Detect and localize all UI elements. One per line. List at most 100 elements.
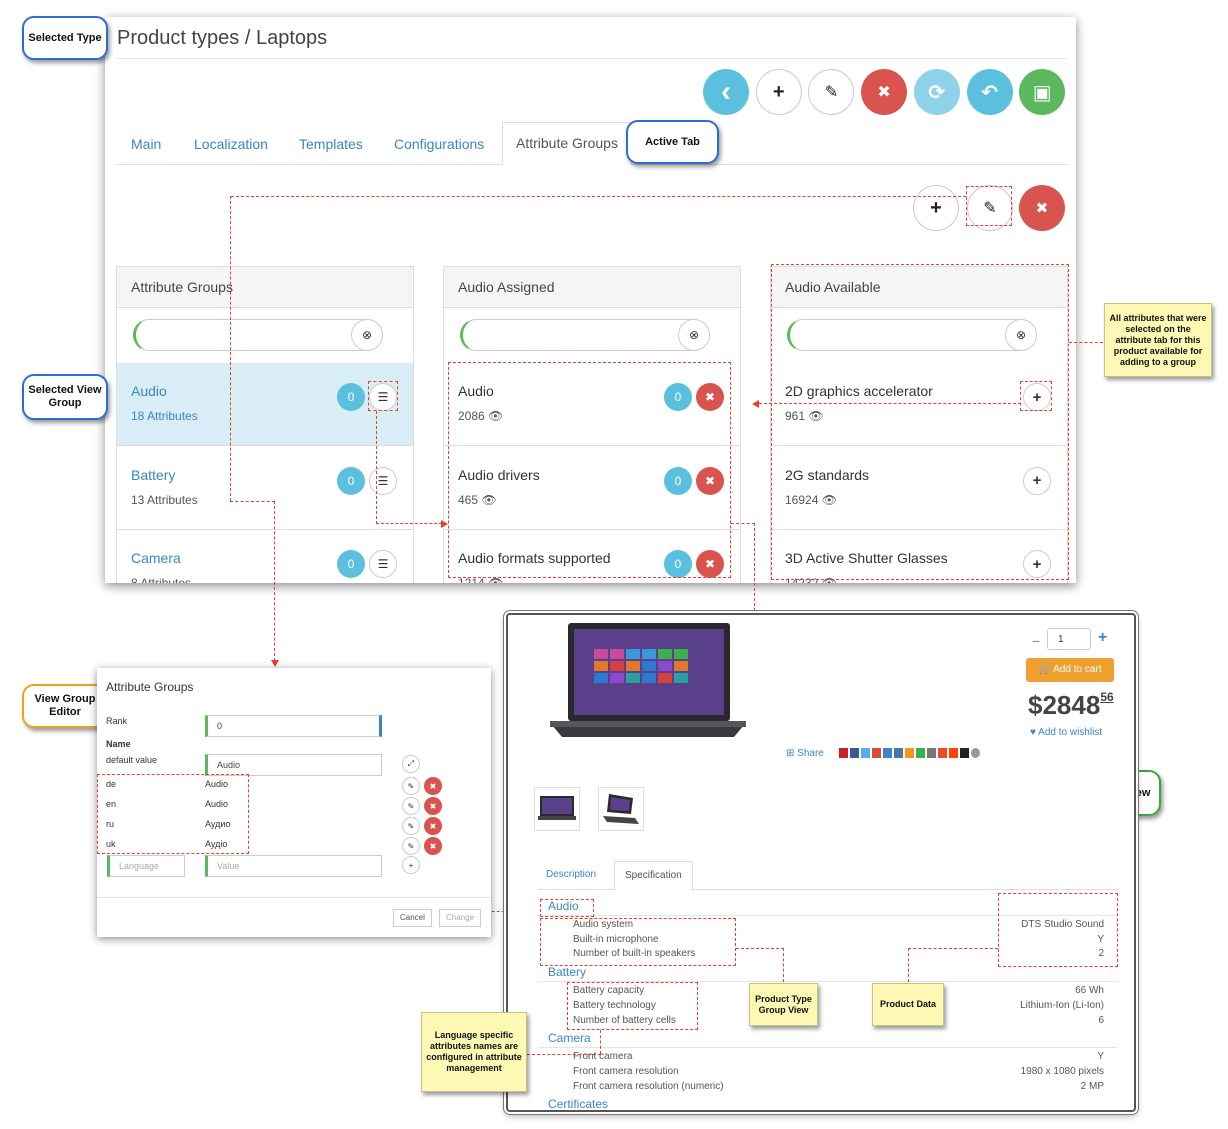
value-input[interactable]: Value [205,855,382,877]
tab-configurations[interactable]: Configurations [394,136,485,152]
available-search-input[interactable]: ⊗ [787,319,1037,351]
website-view: − 1 + 🛒 Add to cart $284856 ♥ Add to wis… [506,613,1136,1112]
count-badge: 0 [664,383,692,411]
delete-group-button[interactable]: ✖ [1019,185,1065,231]
quantity-input[interactable]: 1 [1047,628,1091,650]
list-icon: ☰ [377,473,389,488]
delete-translation-button[interactable]: ✖ [424,797,442,815]
list-icon: ☰ [377,390,389,404]
tab-description[interactable]: Description [546,869,597,880]
digg-icon[interactable] [927,748,936,758]
remove-button[interactable]: ✖ [696,383,724,411]
delete-button[interactable]: ✖ [861,69,908,115]
google-plus-icon[interactable] [872,748,881,758]
add-attribute-button[interactable]: + [1023,466,1051,495]
tab-main[interactable]: Main [131,136,162,152]
delete-translation-button[interactable]: ✖ [424,777,442,795]
pinterest-icon[interactable] [839,748,848,758]
edit-translation-button[interactable]: ✎ [402,817,420,835]
add-attribute-button[interactable]: + [1023,550,1051,578]
spec-value: Lithium-Ion (Li-Ion) [1020,999,1104,1011]
add-attribute-button[interactable]: + [1023,383,1051,411]
groups-search-input[interactable]: ⊗ [133,319,383,351]
plus-icon: + [772,80,785,103]
vk-icon[interactable] [883,748,892,758]
linkedin-icon[interactable] [894,748,903,758]
share-button[interactable]: ⊞ Share [786,748,824,759]
clear-search-icon[interactable]: ⊗ [1005,319,1037,351]
add-to-wishlist-link[interactable]: ♥ Add to wishlist [1030,727,1103,738]
save-icon: ▣ [1032,81,1052,104]
add-to-cart-button[interactable]: 🛒 Add to cart [1026,658,1114,682]
clear-search-icon[interactable]: ⊗ [351,319,383,351]
reddit-icon[interactable] [938,748,947,758]
thumbnail-side[interactable] [598,787,644,831]
edit-group-button[interactable]: ✎ [967,185,1013,231]
eye-icon: 👁 [478,492,497,507]
delete-translation-button[interactable]: ✖ [424,837,442,855]
undo-button[interactable]: ↶ [966,69,1013,115]
edit-button[interactable]: ✎ [808,69,855,115]
column-header: Attribute Groups [117,267,413,308]
arrow [441,520,448,528]
language-input[interactable]: Language [107,855,185,877]
cancel-button[interactable]: Cancel [393,909,432,927]
increase-quantity-button[interactable]: + [1098,629,1108,646]
tab-templates[interactable]: Templates [299,136,363,152]
stumbleupon-icon[interactable] [949,748,958,758]
tab-localization[interactable]: Localization [194,136,268,152]
moikrug-icon[interactable] [916,748,925,758]
tab-attribute-groups[interactable]: Attribute Groups [502,122,632,165]
note-product-data: Product Data [872,983,944,1026]
odnoklassniki-icon[interactable] [905,748,914,758]
back-button[interactable]: ‹ [703,69,749,115]
twitter-icon[interactable] [861,748,870,758]
remove-button[interactable]: ✖ [696,550,724,578]
refresh-button[interactable]: ⟳ [913,69,960,115]
remove-button[interactable]: ✖ [696,466,724,495]
item-count: 8 Attributes [131,576,192,583]
clear-search-icon[interactable]: ⊗ [678,319,710,351]
spec-group-title: Certificates [548,1097,609,1112]
expand-icon[interactable]: ⤢ [402,755,420,773]
list-button[interactable]: ☰ [369,550,397,578]
myspace-icon[interactable] [960,748,969,758]
default-value-input[interactable]: Audio [205,754,382,776]
add-translation-button[interactable]: + [402,856,420,874]
assigned-search-input[interactable]: ⊗ [460,319,710,351]
page-title: Product types / Laptops [117,27,328,49]
tab-specification[interactable]: Specification [614,861,693,891]
thumbnail-front[interactable] [534,787,580,831]
connector [527,1054,601,1055]
edit-translation-button[interactable]: ✎ [402,837,420,855]
close-icon: ✖ [429,821,437,831]
save-button[interactable]: ▣ [1019,69,1066,115]
list-button[interactable]: ☰ [369,466,397,495]
item-count: 1214 👁 [458,576,503,583]
delete-translation-button[interactable]: ✖ [424,817,442,835]
item-name: 2G standards [785,466,870,483]
laptop-image [550,623,746,737]
add-button[interactable]: + [755,69,802,115]
decrease-quantity-button[interactable]: − [1032,633,1041,649]
spec-label: Battery capacity [573,985,645,997]
add-group-button[interactable]: + [913,185,959,231]
edit-translation-button[interactable]: ✎ [402,797,420,815]
edit-translation-button[interactable]: ✎ [402,777,420,795]
wordpress-icon[interactable] [971,748,980,758]
rank-input[interactable]: 0 [205,715,382,737]
facebook-icon[interactable] [850,748,859,758]
close-icon: ✖ [429,801,437,811]
translation-language: uk [106,839,116,849]
change-button[interactable]: Change [439,909,482,927]
